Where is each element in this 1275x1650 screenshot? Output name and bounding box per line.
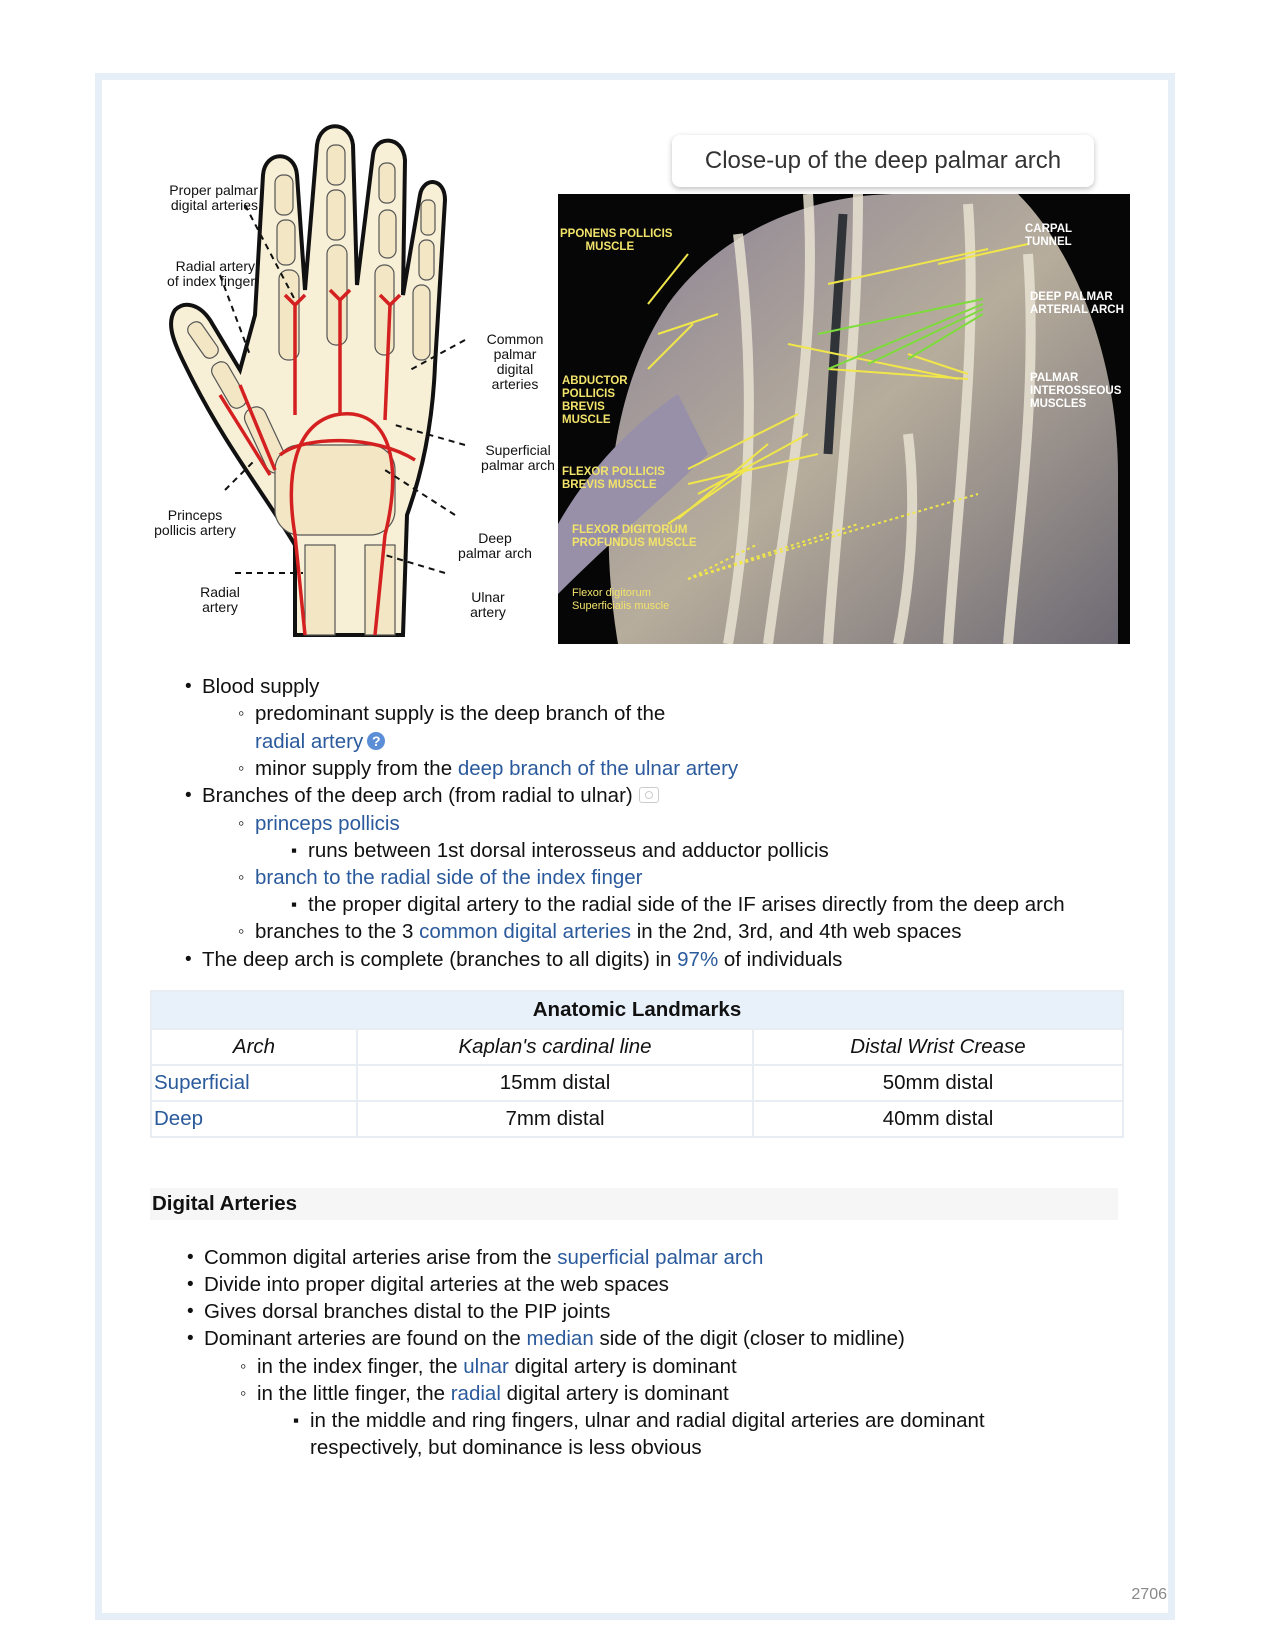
list-item: in the index finger, the ulnar digital a… (240, 1353, 737, 1381)
link-princeps-pollicis[interactable]: princeps pollicis (255, 812, 400, 835)
list-item: the proper digital artery to the radial … (291, 891, 1065, 919)
label-ulnar-artery: Ulnar artery (470, 589, 506, 620)
page-number: 2706 (1131, 1586, 1167, 1603)
label-proper-digital: Proper palmar digital arteries (169, 182, 258, 213)
list-item: The deep arch is complete (branches to a… (185, 946, 842, 974)
help-icon[interactable]: ? (367, 732, 386, 750)
link-97-percent[interactable]: 97% (677, 948, 719, 971)
photo-label-carpal: CARPAL TUNNEL (1025, 223, 1073, 248)
list-item: Branches of the deep arch (from radial t… (185, 782, 659, 810)
list-item: princeps pollicis (238, 810, 400, 838)
table-header-row: Arch Kaplan's cardinal line Distal Wrist… (150, 1028, 1124, 1066)
table-cell: 7mm distal (356, 1100, 754, 1138)
label-radial-artery: Radial artery (200, 584, 240, 615)
label-radial-index: Radial artery of index finger (167, 258, 255, 289)
label-princeps: Princeps pollicis artery (154, 507, 236, 538)
link-superficial-arch[interactable]: superficial palmar arch (557, 1246, 764, 1269)
list-item: in the middle and ring fingers, ulnar an… (293, 1407, 985, 1435)
dissection-photo (558, 194, 1130, 644)
list-item: Gives dorsal branches distal to the PIP … (187, 1298, 610, 1326)
photo-caption: Close-up of the deep palmar arch (672, 135, 1094, 187)
link-ulnar[interactable]: ulnar (463, 1355, 509, 1378)
hand-diagram (169, 124, 466, 637)
list-item: branches to the 3 common digital arterie… (238, 918, 962, 946)
label-common-digital: Common palmar digital arteries (486, 331, 544, 392)
table-row: Deep 7mm distal 40mm distal (150, 1100, 1124, 1138)
photo-label-abductor: ABDUCTOR POLLICIS BREVIS MUSCLE (562, 375, 628, 426)
section-title: Digital Arteries (150, 1188, 1118, 1220)
link-common-digital[interactable]: common digital arteries (419, 920, 632, 943)
link-radial-artery[interactable]: radial artery (255, 730, 364, 753)
label-superficial-arch: Superficial palmar arch (481, 442, 555, 473)
list-item: Blood supply (185, 673, 319, 701)
table-header: Kaplan's cardinal line (356, 1028, 754, 1066)
list-item: runs between 1st dorsal interosseus and … (291, 837, 829, 865)
camera-icon[interactable] (638, 787, 659, 803)
list-item: branch to the radial side of the index f… (238, 864, 643, 892)
table-cell: 40mm distal (752, 1100, 1124, 1138)
list-item: minor supply from the deep branch of the… (238, 755, 739, 783)
landmarks-table: Anatomic Landmarks Arch Kaplan's cardina… (150, 990, 1124, 1138)
table-cell-link[interactable]: Superficial (150, 1064, 358, 1102)
photo-label-opponens: PPONENS POLLICIS MUSCLE (560, 228, 673, 253)
table-title: Anatomic Landmarks (150, 990, 1124, 1030)
list-item: Common digital arteries arise from the s… (187, 1244, 764, 1272)
list-item: radial artery? (255, 728, 386, 755)
table-header: Arch (150, 1028, 358, 1066)
photo-label-flexor-pollicis: FLEXOR POLLICIS BREVIS MUSCLE (562, 466, 665, 491)
label-deep-arch: Deep palmar arch (458, 530, 532, 561)
table-cell: 50mm distal (752, 1064, 1124, 1102)
link-branch-index-finger[interactable]: branch to the radial side of the index f… (255, 866, 643, 889)
photo-label-fdp: FLEXOR DIGITORUM PROFUNDUS MUSCLE (572, 524, 697, 549)
photo-label-deep-arch: DEEP PALMAR ARTERIAL ARCH (1030, 291, 1124, 316)
table-cell: 15mm distal (356, 1064, 754, 1102)
photo-label-interosseous: PALMAR INTEROSSEOUS MUSCLES (1030, 372, 1122, 410)
link-deep-branch-ulnar[interactable]: deep branch of the ulnar artery (457, 757, 739, 780)
table-row: Superficial 15mm distal 50mm distal (150, 1064, 1124, 1102)
table-header: Distal Wrist Crease (752, 1028, 1124, 1066)
table-cell-link[interactable]: Deep (150, 1100, 358, 1138)
list-item-continuation: respectively, but dominance is less obvi… (310, 1436, 702, 1459)
link-median[interactable]: median (526, 1327, 594, 1350)
list-item: in the little finger, the radial digital… (240, 1380, 729, 1408)
link-radial[interactable]: radial (450, 1382, 501, 1405)
photo-label-fds: Flexor digitorum Superficialis muscle (572, 587, 670, 612)
list-item: predominant supply is the deep branch of… (238, 700, 665, 728)
list-item: Divide into proper digital arteries at t… (187, 1271, 669, 1299)
list-item: Dominant arteries are found on the media… (187, 1325, 905, 1353)
